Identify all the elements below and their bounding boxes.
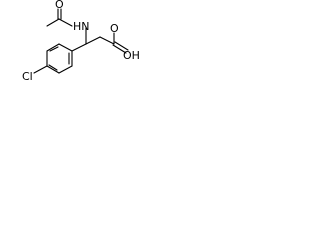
acid-carbonyl-bond-1 [112,44,127,54]
acid-carbonyl-bond-2 [114,41,129,51]
ring-bond-3 [46,65,60,74]
ch-ch2-bond [85,36,101,45]
amide-nitrogen-label: HN [73,20,90,33]
hydroxyl-label: OH [123,49,140,62]
carbonyl-oxygen-label: O [110,22,119,35]
ring-bond-6 [58,43,73,52]
ring-inner-bond-2 [48,64,58,71]
chemical-structure: O HN O OH Cl [22,0,140,83]
acetyl-oxygen-label: O [55,0,64,11]
ch-ring-bond [71,43,87,52]
ring-chlorine-bond [33,65,48,74]
ring-bond-5 [46,43,60,52]
acetyl-methyl-bond [46,18,60,27]
ring-inner-bond-3 [49,46,59,52]
chlorine-label: Cl [22,70,33,83]
ch2-cooh-bond [99,36,115,45]
ring-bond-2 [58,65,73,74]
acetyl-nitrogen-bond [58,18,73,27]
